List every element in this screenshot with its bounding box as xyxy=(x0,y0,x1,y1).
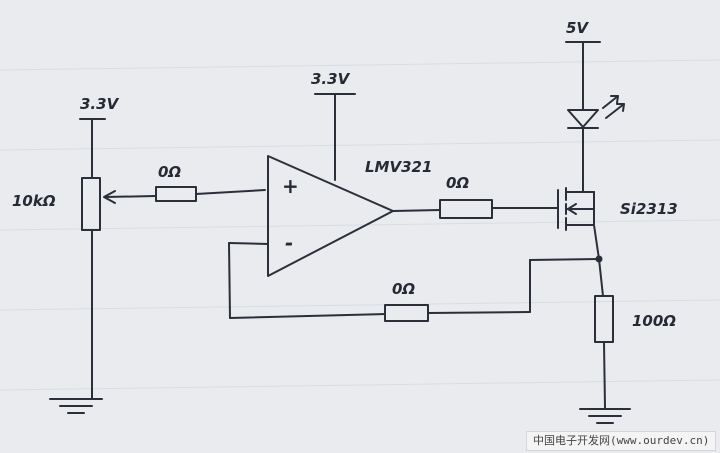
wiper-arrow-icon xyxy=(103,190,116,204)
opamp-name-label: LMV321 xyxy=(365,158,432,176)
mosfet-arrow-icon xyxy=(567,203,577,215)
feedback-resistor xyxy=(384,304,429,322)
sense-resistor-label: 100Ω xyxy=(632,312,676,330)
opamp-minus-label: - xyxy=(285,231,293,255)
mosfet-name-label: Si2313 xyxy=(620,200,678,218)
opamp xyxy=(267,93,394,277)
input-resistor xyxy=(155,186,266,202)
feedback-resistor-label: 0Ω xyxy=(392,280,415,298)
mosfet xyxy=(557,187,595,231)
pot-value-label: 10kΩ xyxy=(12,192,56,210)
watermark: 中国电子开发网(www.ourdev.cn) xyxy=(526,431,717,451)
sense-resistor xyxy=(594,295,614,343)
opamp-supply-label: 3.3V xyxy=(311,70,351,88)
opamp-plus-label: + xyxy=(282,174,299,198)
potentiometer-branch xyxy=(49,118,157,414)
pot-supply-label: 3.3V xyxy=(80,95,120,113)
wiper-wire xyxy=(104,195,157,198)
gate-path xyxy=(392,199,559,219)
paper-background xyxy=(0,59,720,391)
led-supply-label: 5V xyxy=(566,19,589,37)
led-light-ray-1 xyxy=(602,95,619,109)
led-icon xyxy=(567,109,599,128)
opamp-triangle xyxy=(267,155,394,277)
led-light-ray-2 xyxy=(605,103,625,119)
gate-resistor-label: 0Ω xyxy=(446,174,469,192)
led-branch xyxy=(565,41,625,193)
feedback-loop xyxy=(228,242,600,322)
gate-resistor xyxy=(439,199,493,219)
input-resistor-label: 0Ω xyxy=(158,163,181,181)
potentiometer-10k xyxy=(81,177,101,231)
sense-branch xyxy=(579,224,631,424)
